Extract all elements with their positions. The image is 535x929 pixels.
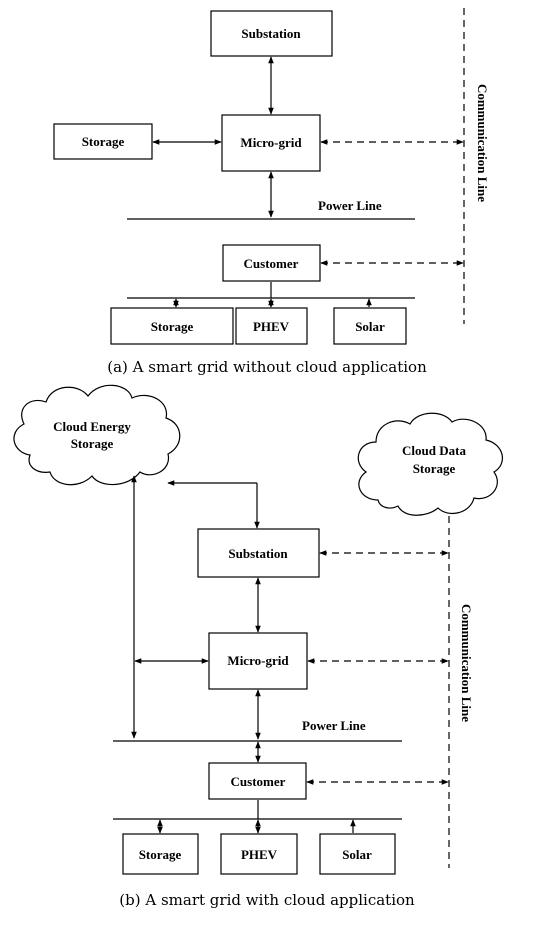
storage-bottom-label-a: Storage [151, 319, 194, 334]
solar-box-a [333, 307, 407, 345]
caption-a: (a) A smart grid without cloud applicati… [107, 358, 427, 376]
cloud-energy-label-line1: Cloud Energy [53, 419, 131, 434]
micro-grid-label-a: Micro-grid [240, 135, 302, 150]
power-line-label-b: Power Line [302, 718, 366, 733]
power-line-label-a: Power Line [318, 198, 382, 213]
phev-box-a [235, 307, 308, 345]
solar-label-a: Solar [355, 319, 385, 334]
cloud-data-label-line1: Cloud Data [402, 443, 466, 458]
micro-grid-box-a [221, 114, 321, 172]
micro-grid-label-b: Micro-grid [227, 653, 289, 668]
customer-label-a: Customer [244, 256, 299, 271]
phev-box-b [220, 833, 298, 875]
solar-box-b [319, 833, 396, 875]
substation-label-b: Substation [228, 546, 288, 561]
storage-bottom-box-a [110, 307, 234, 345]
substation-box-a [210, 10, 333, 57]
cloud-energy-storage-shape [13, 384, 181, 486]
storage-label-a: Storage [82, 134, 125, 149]
substation-label-a: Substation [241, 26, 301, 41]
diagram-a: Substation Micro-grid Storage Power Line… [53, 8, 490, 376]
diagram-b: Cloud Energy Storage Cloud Data Storage … [13, 384, 503, 909]
micro-grid-box-b [208, 632, 308, 690]
caption-b: (b) A smart grid with cloud application [119, 891, 415, 909]
customer-box-a [222, 244, 321, 282]
cloud-data-storage-shape [357, 412, 503, 516]
communication-line-label-a: Communication Line [475, 84, 490, 202]
cloud-energy-label-line2: Storage [71, 436, 114, 451]
substation-box-b [197, 528, 320, 578]
communication-line-label-b: Communication Line [459, 604, 474, 722]
storage-bottom-box-b [122, 833, 199, 875]
storage-bottom-label-b: Storage [139, 847, 182, 862]
solar-label-b: Solar [342, 847, 372, 862]
storage-box-a [53, 123, 153, 160]
phev-label-b: PHEV [241, 847, 278, 862]
phev-label-a: PHEV [253, 319, 290, 334]
customer-label-b: Customer [231, 774, 286, 789]
cloud-data-label-line2: Storage [413, 461, 456, 476]
customer-box-b [208, 762, 307, 800]
